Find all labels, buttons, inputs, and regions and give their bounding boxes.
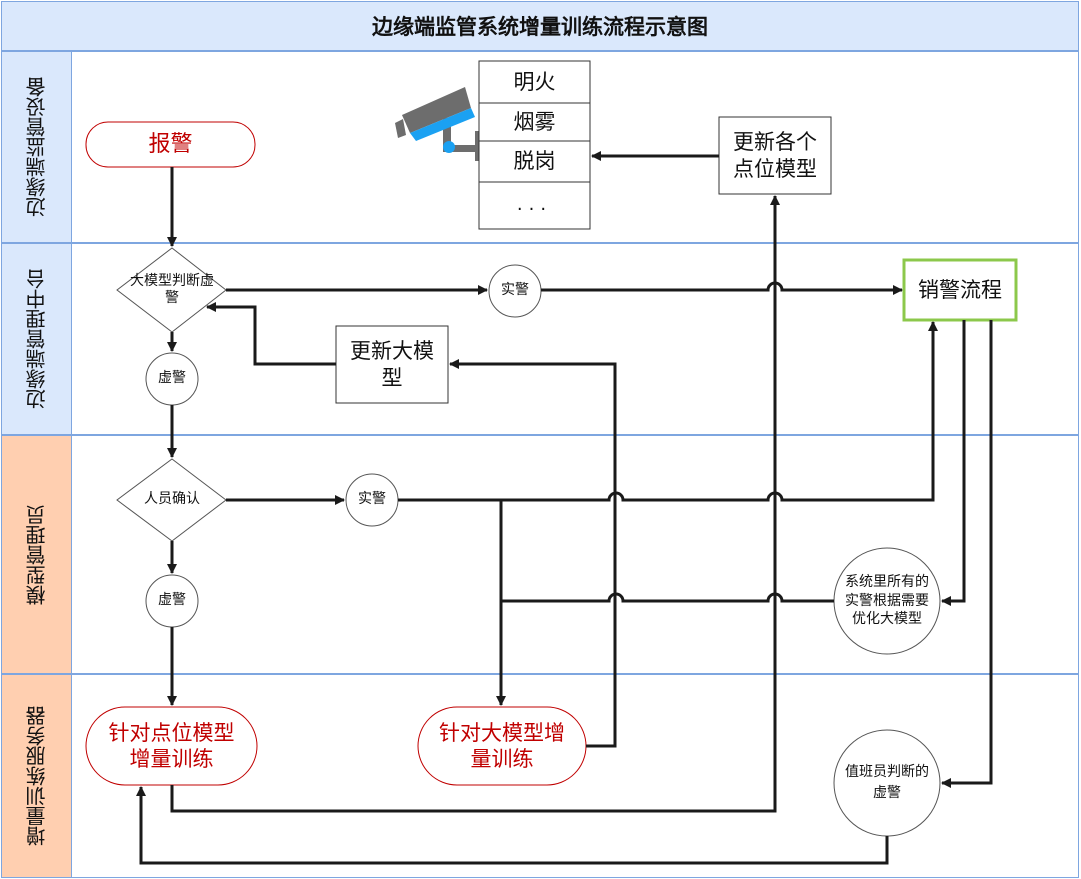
human-confirm-label: 人员确认 bbox=[144, 491, 200, 508]
lane-label-training-server: 增量训练服务器 bbox=[1, 674, 72, 878]
false-alarm-label-2: 虚警 bbox=[158, 592, 186, 609]
llm-training-label: 针对大模型增量训练 bbox=[439, 720, 565, 771]
false-alarm-label-1: 虚警 bbox=[158, 370, 186, 387]
edge-note-to-llm-training bbox=[501, 592, 834, 603]
model-list-box bbox=[478, 60, 591, 230]
model-list-item-fire: 明火 bbox=[513, 69, 556, 94]
update-point-models-box bbox=[718, 116, 832, 195]
model-list-item-more: ... bbox=[516, 194, 553, 216]
lane-label-edge-device: 边缘端监管设备 bbox=[1, 51, 72, 243]
edge-point-training-to-update-points bbox=[170, 195, 780, 813]
diagram-title: 边缘端监管系统增量训练流程示意图 bbox=[1, 1, 1079, 51]
model-list-item-off-post: 脱岗 bbox=[513, 149, 556, 174]
update-llm-box bbox=[335, 325, 449, 404]
edge-real1-to-cancel bbox=[541, 281, 903, 295]
point-model-training-label: 针对点位模型增量训练 bbox=[108, 720, 235, 771]
cancel-alarm-flow-box bbox=[902, 258, 1018, 322]
cancel-alarm-flow-label: 销警流程 bbox=[918, 277, 1002, 302]
edge-duty-to-point-training bbox=[136, 786, 889, 865]
edge-cancel-to-duty bbox=[941, 320, 993, 788]
edge-cancel-to-note bbox=[941, 320, 966, 606]
optimize-llm-note-label: 系统里所有的实警根据需要优化大模型 bbox=[845, 573, 929, 628]
model-list-item-smoke: 烟雾 bbox=[513, 109, 556, 134]
surveillance-camera-icon bbox=[395, 87, 481, 161]
real-alarm-label-2: 实警 bbox=[358, 491, 386, 508]
llm-judge-label: 大模型判断虚警 bbox=[130, 272, 214, 307]
alarm-label: 报警 bbox=[148, 131, 193, 157]
duty-false-alarm-label: 值班员判断的虚警 bbox=[845, 764, 929, 801]
lane-label-edge-platform: 边缘端管理中台 bbox=[1, 243, 72, 435]
edge-llm-training-to-update-llm bbox=[449, 359, 617, 748]
lane-label-model-admin: 模型管理员 bbox=[1, 435, 72, 674]
edge-update-llm-to-judge bbox=[206, 302, 336, 366]
update-llm-label: 更新大模型 bbox=[350, 339, 434, 390]
real-alarm-label-1: 实警 bbox=[501, 282, 529, 299]
edge-real2-to-cancel bbox=[398, 321, 938, 502]
update-point-models-label: 更新各个点位模型 bbox=[733, 130, 817, 181]
